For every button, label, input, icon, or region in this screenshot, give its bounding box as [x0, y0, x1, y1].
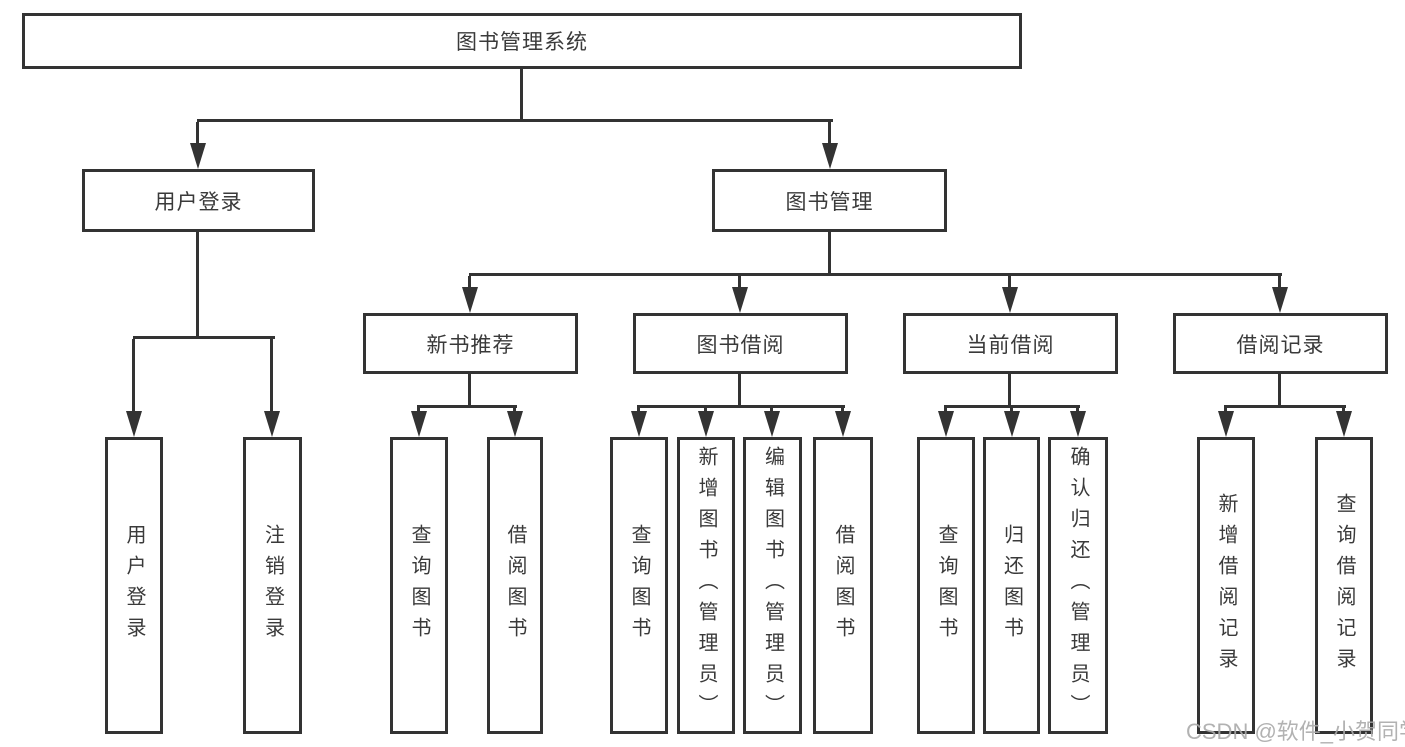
- connector-v: [704, 405, 707, 413]
- leaf-label: 借阅图书: [504, 523, 526, 648]
- connector-h: [469, 273, 1282, 276]
- connector-v: [1008, 374, 1011, 408]
- leaf-label: 新增图书（管理员）: [695, 446, 717, 725]
- arrowhead-down-icon: [938, 411, 954, 437]
- connector-h: [638, 405, 845, 408]
- connector-v: [1224, 405, 1227, 413]
- node-current-borrowing: 当前借阅: [903, 313, 1118, 374]
- arrowhead-down-icon: [1070, 411, 1086, 437]
- arrowhead-down-icon: [631, 411, 647, 437]
- node-new-book-recommendation: 新书推荐: [363, 313, 578, 374]
- leaf-label: 注销登录: [261, 523, 284, 648]
- connector-h: [1225, 405, 1346, 408]
- node-label: 借阅记录: [1236, 333, 1325, 357]
- leaf-label: 查询图书: [408, 523, 430, 648]
- connector-v: [841, 405, 844, 413]
- node-book-borrowing: 图书借阅: [633, 313, 848, 374]
- connector-v: [828, 122, 831, 146]
- leaf-add-borrow-record: 新增借阅记录: [1197, 437, 1255, 734]
- connector-h: [133, 336, 275, 339]
- connector-v: [1342, 405, 1345, 413]
- connector-v: [468, 374, 471, 408]
- arrowhead-down-icon: [1336, 411, 1352, 437]
- leaf-label: 编辑图书（管理员）: [761, 446, 784, 725]
- leaf-label: 确认归还（管理员）: [1067, 446, 1089, 725]
- connector-v: [738, 374, 741, 408]
- connector-v: [196, 122, 199, 146]
- arrowhead-down-icon: [1004, 411, 1020, 437]
- connector-v: [637, 405, 640, 413]
- leaf-user-login: 用户登录: [105, 437, 163, 734]
- leaf-add-book-admin: 新增图书（管理员）: [677, 437, 735, 734]
- arrowhead-down-icon: [822, 143, 838, 169]
- leaf-confirm-return-admin: 确认归还（管理员）: [1048, 437, 1108, 734]
- node-label: 图书管理: [785, 190, 874, 214]
- node-label: 新书推荐: [426, 333, 515, 357]
- node-root-book-management-system: 图书管理系统: [22, 13, 1022, 69]
- connector-v: [1010, 405, 1013, 413]
- leaf-edit-book-admin: 编辑图书（管理员）: [743, 437, 802, 734]
- arrowhead-down-icon: [732, 287, 748, 313]
- arrowhead-down-icon: [835, 411, 851, 437]
- connector-v: [468, 276, 471, 289]
- arrowhead-down-icon: [1272, 287, 1288, 313]
- leaf-label: 查询图书: [935, 523, 957, 648]
- leaf-return-book: 归还图书: [983, 437, 1040, 734]
- leaf-label: 归还图书: [1000, 523, 1023, 648]
- leaf-logout: 注销登录: [243, 437, 302, 734]
- arrowhead-down-icon: [507, 411, 523, 437]
- arrowhead-down-icon: [698, 411, 714, 437]
- connector-v: [1278, 276, 1281, 289]
- connector-v: [770, 405, 773, 413]
- leaf-label: 新增借阅记录: [1215, 492, 1237, 679]
- node-book-management: 图书管理: [712, 169, 947, 232]
- node-label: 图书借阅: [696, 333, 785, 357]
- arrowhead-down-icon: [1002, 287, 1018, 313]
- connector-v: [513, 405, 516, 413]
- connector-v: [520, 69, 523, 122]
- leaf-query-borrow-record: 查询借阅记录: [1315, 437, 1373, 734]
- watermark: CSDN @软件_小贺同学: [1186, 719, 1405, 744]
- leaf-query-book-current: 查询图书: [917, 437, 975, 734]
- connector-v: [417, 405, 420, 413]
- node-label: 图书管理系统: [456, 31, 588, 54]
- arrowhead-down-icon: [126, 411, 142, 437]
- leaf-label: 用户登录: [123, 523, 145, 648]
- arrowhead-down-icon: [462, 287, 478, 313]
- arrowhead-down-icon: [764, 411, 780, 437]
- connector-h: [418, 405, 517, 408]
- leaf-query-book-newbook: 查询图书: [390, 437, 448, 734]
- connector-v: [944, 405, 947, 413]
- connector-v: [196, 232, 199, 339]
- connector-v: [132, 339, 135, 413]
- node-label: 用户登录: [154, 190, 243, 214]
- connector-v: [738, 276, 741, 289]
- arrowhead-down-icon: [411, 411, 427, 437]
- leaf-borrow-book-newbook: 借阅图书: [487, 437, 543, 734]
- node-borrowing-records: 借阅记录: [1173, 313, 1388, 374]
- node-label: 当前借阅: [966, 333, 1055, 357]
- arrowhead-down-icon: [190, 143, 206, 169]
- node-user-login: 用户登录: [82, 169, 315, 232]
- leaf-label: 借阅图书: [832, 523, 854, 648]
- connector-v: [1076, 405, 1079, 413]
- arrowhead-down-icon: [1218, 411, 1234, 437]
- connector-h: [197, 119, 833, 122]
- connector-v: [270, 339, 273, 413]
- leaf-label: 查询图书: [628, 523, 650, 648]
- connector-v: [1008, 276, 1011, 289]
- arrowhead-down-icon: [264, 411, 280, 437]
- leaf-label: 查询借阅记录: [1333, 492, 1355, 679]
- connector-v: [828, 232, 831, 276]
- leaf-borrow-book: 借阅图书: [813, 437, 873, 734]
- connector-v: [1278, 374, 1281, 408]
- leaf-query-book-borrow: 查询图书: [610, 437, 668, 734]
